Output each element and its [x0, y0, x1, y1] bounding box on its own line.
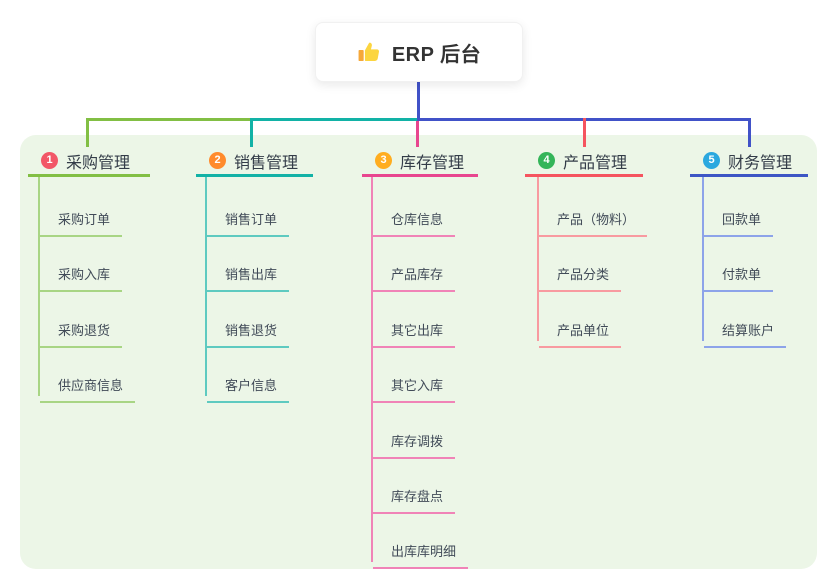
child-node[interactable]: 付款单: [704, 255, 774, 292]
connector-line: [86, 118, 250, 121]
child-label: 产品（物料）: [557, 212, 636, 227]
child-node[interactable]: 供应商信息: [40, 366, 136, 403]
child-label: 采购入库: [58, 267, 111, 282]
branch-number-badge: 3: [375, 152, 392, 169]
child-label: 库存盘点: [391, 489, 444, 504]
root-label: ERP 后台: [391, 43, 482, 66]
branch-label: 库存管理: [400, 154, 465, 172]
child-label: 其它入库: [391, 378, 444, 393]
connector-line: [583, 118, 586, 147]
child-label: 销售出库: [225, 267, 278, 282]
child-node[interactable]: 结算账户: [704, 311, 787, 348]
branch-label: 产品管理: [563, 154, 628, 172]
child-node[interactable]: 采购退货: [40, 311, 123, 348]
connector-line: [86, 118, 89, 147]
branch-number-badge: 1: [41, 152, 58, 169]
thumbs-up-icon: [357, 40, 382, 65]
child-node[interactable]: 其它入库: [373, 366, 456, 403]
child-node[interactable]: 库存盘点: [373, 477, 456, 514]
child-node[interactable]: 产品库存: [373, 255, 456, 292]
child-label: 产品单位: [557, 323, 610, 338]
child-label: 销售退货: [225, 323, 278, 338]
child-label: 库存调拨: [391, 434, 444, 449]
branch-number-badge: 4: [538, 152, 555, 169]
child-node[interactable]: 销售出库: [207, 255, 290, 292]
child-node[interactable]: 客户信息: [207, 366, 290, 403]
root-node[interactable]: ERP 后台: [315, 22, 523, 82]
branch-node-5[interactable]: 5 财务管理: [690, 147, 808, 177]
child-node[interactable]: 采购订单: [40, 200, 123, 237]
connector-line: [748, 118, 751, 147]
child-label: 出库库明细: [391, 544, 457, 559]
branch-label: 采购管理: [66, 154, 131, 172]
child-node[interactable]: 仓库信息: [373, 200, 456, 237]
branches-panel: [20, 135, 817, 569]
child-node[interactable]: 采购入库: [40, 255, 123, 292]
child-label: 付款单: [722, 267, 762, 282]
child-label: 供应商信息: [58, 378, 124, 393]
connector-line: [250, 118, 417, 121]
child-node[interactable]: 销售订单: [207, 200, 290, 237]
child-label: 采购退货: [58, 323, 111, 338]
connector-line: [250, 118, 253, 147]
child-node[interactable]: 产品（物料）: [539, 200, 648, 237]
branch-child-connector: [702, 177, 704, 341]
child-node[interactable]: 产品分类: [539, 255, 622, 292]
connector-line: [416, 121, 419, 147]
branch-node-3[interactable]: 3 库存管理: [362, 147, 478, 177]
branch-number-badge: 5: [703, 152, 720, 169]
child-node[interactable]: 产品单位: [539, 311, 622, 348]
branch-node-1[interactable]: 1 采购管理: [28, 147, 150, 177]
child-node[interactable]: 库存调拨: [373, 422, 456, 459]
branch-label: 销售管理: [234, 154, 299, 172]
child-label: 客户信息: [225, 378, 278, 393]
branch-node-2[interactable]: 2 销售管理: [196, 147, 313, 177]
root-trunk-connector: [417, 82, 420, 121]
child-label: 采购订单: [58, 212, 111, 227]
child-node[interactable]: 回款单: [704, 200, 774, 237]
child-label: 回款单: [722, 212, 762, 227]
child-node[interactable]: 出库库明细: [373, 532, 469, 569]
child-label: 产品库存: [391, 267, 444, 282]
child-label: 仓库信息: [391, 212, 444, 227]
child-label: 结算账户: [722, 323, 775, 338]
branch-number-badge: 2: [209, 152, 226, 169]
branch-child-connector: [205, 177, 207, 396]
child-node[interactable]: 其它出库: [373, 311, 456, 348]
branch-label: 财务管理: [728, 154, 793, 172]
branch-node-4[interactable]: 4 产品管理: [525, 147, 643, 177]
child-node[interactable]: 销售退货: [207, 311, 290, 348]
branch-child-connector: [371, 177, 373, 562]
child-label: 产品分类: [557, 267, 610, 282]
branch-child-connector: [537, 177, 539, 341]
child-label: 销售订单: [225, 212, 278, 227]
child-label: 其它出库: [391, 323, 444, 338]
branch-child-connector: [38, 177, 40, 396]
